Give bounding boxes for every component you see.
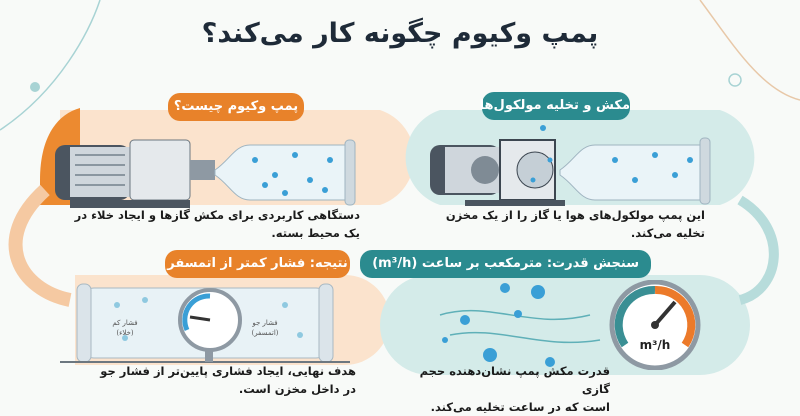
- pump-cutaway-icon: [430, 125, 711, 206]
- pressure-gauge-icon: [60, 283, 350, 363]
- vacuum-pump-icon: [55, 139, 356, 208]
- panel-label-suction: مکش و تخلیه مولکول‌ها: [480, 92, 630, 120]
- flow-unit-label: m³/h: [639, 338, 671, 352]
- page-title: پمپ وکیوم چگونه کار می‌کند؟: [201, 18, 599, 49]
- flow-gauge-icon: [439, 280, 701, 370]
- panel-label-capacity: سنجش قدرت: مترمکعب بر ساعت (m³/h): [360, 250, 651, 278]
- atmospheric-pressure-label: فشار جو(اتمسفر): [251, 319, 279, 337]
- panel-caption-suction: این پمپ مولکول‌های هوا یا گاز را از یک م…: [445, 208, 705, 240]
- panel-caption-what-is-pump: دستگاهی کاربردی برای مکش گازها و ایجاد خ…: [74, 208, 360, 240]
- panel-label-what-is-pump: پمپ وکیوم چیست؟: [168, 93, 304, 121]
- low-pressure-label: فشار کم(خلاء): [112, 319, 138, 337]
- panel-caption-result: هدف نهایی، ایجاد فشاری پایین‌تر از فشار …: [100, 364, 356, 396]
- panel-label-result: نتیجه: فشار کمتر از اتمسفر: [165, 250, 350, 278]
